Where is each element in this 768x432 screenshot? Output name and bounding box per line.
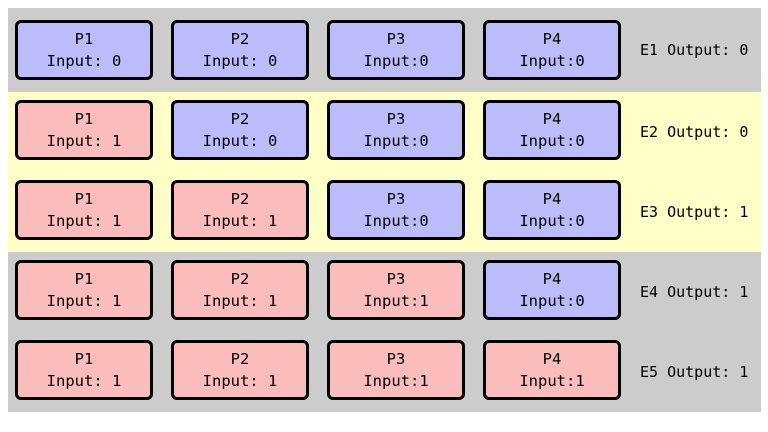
processor-name: P4 [542, 350, 562, 368]
experiment-output-label: E1 Output: 0 [640, 41, 749, 59]
processor-input: Input:0 [363, 132, 429, 150]
processor-input: Input: 1 [202, 292, 278, 310]
processor-input: Input:1 [363, 292, 429, 310]
processor-name: P4 [542, 110, 562, 128]
processor-input: Input: 0 [202, 52, 278, 70]
processor-name: P1 [74, 30, 94, 48]
processor-input: Input:0 [363, 212, 429, 230]
processor-input: Input: 1 [46, 372, 122, 390]
processor-name: P3 [386, 350, 406, 368]
processor-input: Input: 1 [46, 212, 122, 230]
processor-name: P1 [74, 270, 94, 288]
processor-input: Input: 0 [202, 132, 278, 150]
processor-name: P2 [230, 30, 250, 48]
processor-name: P1 [74, 110, 94, 128]
processor-name: P3 [386, 110, 406, 128]
processor-input: Input:0 [363, 52, 429, 70]
processor-input: Input:0 [519, 52, 585, 70]
processor-name: P2 [230, 110, 250, 128]
processor-input: Input:1 [519, 372, 585, 390]
experiment-output-label: E4 Output: 1 [640, 283, 749, 301]
processor-name: P4 [542, 190, 562, 208]
processor-name: P3 [386, 190, 406, 208]
processor-name: P2 [230, 190, 250, 208]
processor-name: P4 [542, 270, 562, 288]
processor-name: P4 [542, 30, 562, 48]
experiment-output-label: E5 Output: 1 [640, 363, 749, 381]
processor-input: Input:0 [519, 292, 585, 310]
experiment-output-label: E2 Output: 0 [640, 123, 749, 141]
experiment-output-label: E3 Output: 1 [640, 203, 749, 221]
processor-name: P1 [74, 190, 94, 208]
processor-name: P2 [230, 350, 250, 368]
processor-input: Input: 1 [46, 132, 122, 150]
processor-input: Input: 1 [202, 372, 278, 390]
processor-input: Input: 0 [46, 52, 122, 70]
processor-input: Input: 1 [46, 292, 122, 310]
processor-name: P3 [386, 30, 406, 48]
processor-input: Input: 1 [202, 212, 278, 230]
processor-input: Input:0 [519, 212, 585, 230]
processor-name: P3 [386, 270, 406, 288]
processor-name: P1 [74, 350, 94, 368]
processor-input: Input:1 [363, 372, 429, 390]
processor-input: Input:0 [519, 132, 585, 150]
processor-name: P2 [230, 270, 250, 288]
